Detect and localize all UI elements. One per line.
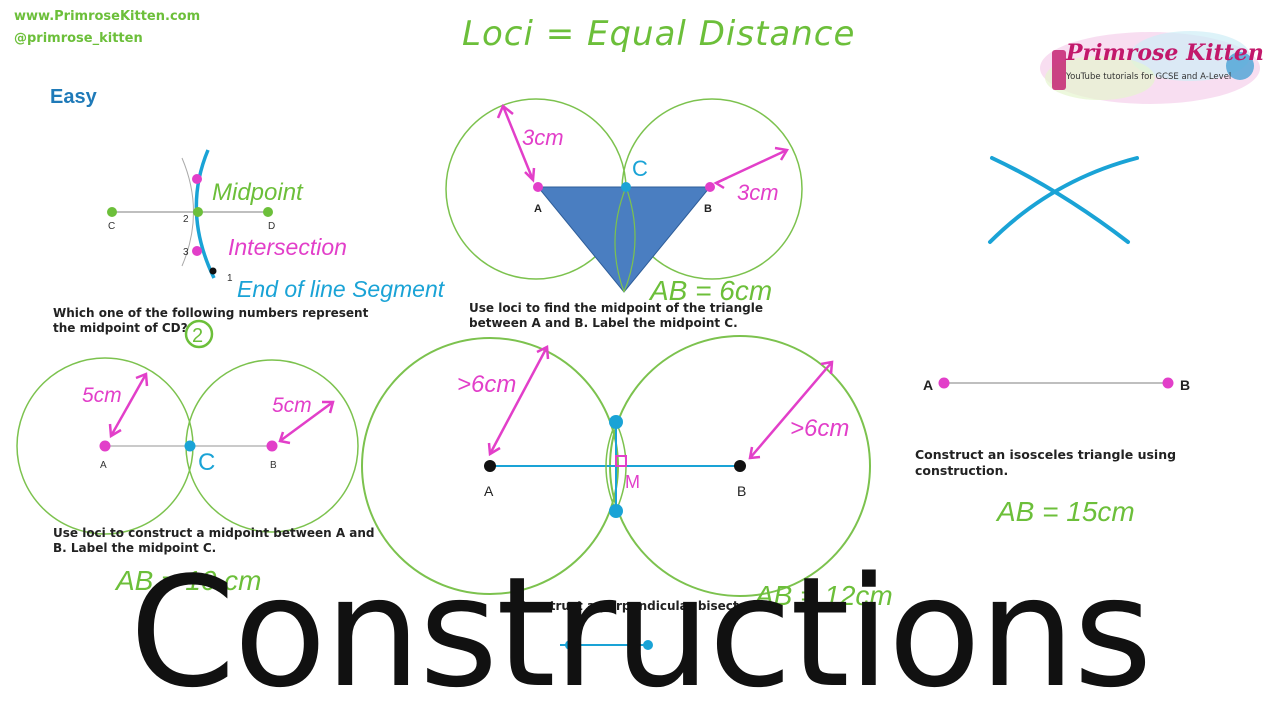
label-b: B xyxy=(270,460,277,471)
label-1: 1 xyxy=(227,273,233,284)
globe-icon xyxy=(1226,52,1254,80)
label-d: D xyxy=(268,221,275,232)
page-title: Loci = Equal Distance xyxy=(462,14,856,54)
point-1 xyxy=(209,267,217,275)
label-b: B xyxy=(704,203,712,215)
point-c xyxy=(621,182,631,192)
label-m: M xyxy=(625,472,640,492)
annotation-r1: 3cm xyxy=(522,125,564,150)
panel-3-question-line1: Use loci to construct a midpoint between… xyxy=(53,526,375,540)
panel-5-question-line1: Construct an isosceles triangle using xyxy=(915,447,1176,462)
point-d xyxy=(263,207,273,217)
point-2 xyxy=(193,207,203,217)
point-3 xyxy=(192,246,202,256)
arc-2 xyxy=(988,156,1139,244)
label-a: A xyxy=(484,483,494,499)
annotation-ab: AB = 15cm xyxy=(995,496,1135,527)
arc-1 xyxy=(990,156,1130,244)
intersection-top xyxy=(609,415,623,429)
annotation-intersection: Intersection xyxy=(228,234,347,260)
label-b: B xyxy=(737,483,746,499)
panel-5-question-line2: construction. xyxy=(915,463,1008,478)
panel-3-question-line2: B. Label the midpoint C. xyxy=(53,541,216,555)
annotation-r2: >6cm xyxy=(790,415,849,442)
label-c-hand: C xyxy=(632,156,648,181)
point-b xyxy=(705,182,715,192)
website-link[interactable]: www.PrimroseKitten.com xyxy=(14,9,201,24)
annotation-r1: >6cm xyxy=(457,371,516,398)
panel-4-question: Construct a perpendicular bisector xyxy=(517,599,753,613)
label-a: A xyxy=(100,460,107,471)
point-b xyxy=(266,440,278,452)
panel-4-diagram: >6cm >6cm M A B AB = 12cm Construct a pe… xyxy=(361,335,893,650)
panel-1-question-line1: Which one of the following numbers repre… xyxy=(53,306,369,320)
annotation-ab: AB = 10 cm xyxy=(114,565,262,596)
point-a xyxy=(484,460,496,472)
annotation-midpoint: Midpoint xyxy=(212,179,304,206)
label-b: B xyxy=(1180,377,1190,393)
point-c xyxy=(184,440,196,452)
label-3: 3 xyxy=(183,247,189,258)
annotation-r2: 5cm xyxy=(272,394,312,417)
panel-5-diagram: A B AB = 15cm xyxy=(923,156,1190,527)
point-a xyxy=(533,182,543,192)
point-top xyxy=(192,174,202,184)
panel-2-question-line2: between A and B. Label the midpoint C. xyxy=(469,316,738,330)
section-label-easy: Easy xyxy=(50,86,97,108)
social-handle[interactable]: @primrose_kitten xyxy=(14,31,143,46)
point-a xyxy=(938,377,950,389)
point-b xyxy=(1162,377,1174,389)
overlay-title: Constructions xyxy=(129,544,1152,721)
flask-icon xyxy=(1052,50,1066,90)
point-b xyxy=(734,460,746,472)
primrose-kitten-logo xyxy=(1040,31,1260,104)
point-c xyxy=(107,207,117,217)
annotation-ab: AB = 12cm xyxy=(753,580,893,611)
annotation-r2: 3cm xyxy=(737,180,779,205)
panel-1-question-line2: the midpoint of CD? xyxy=(53,321,188,335)
point-a xyxy=(99,440,111,452)
label-c-hand: C xyxy=(198,449,215,476)
panel-2-diagram: 3cm 3cm C A B AB = 6cm xyxy=(445,98,803,306)
annotation-end-of-segment: End of line Segment xyxy=(237,276,446,302)
label-a: A xyxy=(534,203,542,215)
intersection-bottom xyxy=(609,504,623,518)
logo-tagline: YouTube tutorials for GCSE and A-Level xyxy=(1066,72,1232,82)
panel-2-question-line1: Use loci to find the midpoint of the tri… xyxy=(469,301,763,315)
annotation-ab: AB = 6cm xyxy=(648,275,772,306)
annotation-r1: 5cm xyxy=(82,384,122,407)
label-a: A xyxy=(923,377,933,393)
panel-1-diagram: C D 2 3 1 Midpoint Intersection End of l… xyxy=(107,149,446,302)
answer-circle xyxy=(184,319,214,349)
logo-title: Primrose Kitten xyxy=(1066,40,1264,66)
panel-3-diagram: 5cm 5cm C A B AB = 10 cm xyxy=(16,357,359,596)
label-c: C xyxy=(108,221,115,232)
label-2: 2 xyxy=(183,214,189,225)
panel-1-answer: 2 xyxy=(192,325,203,347)
